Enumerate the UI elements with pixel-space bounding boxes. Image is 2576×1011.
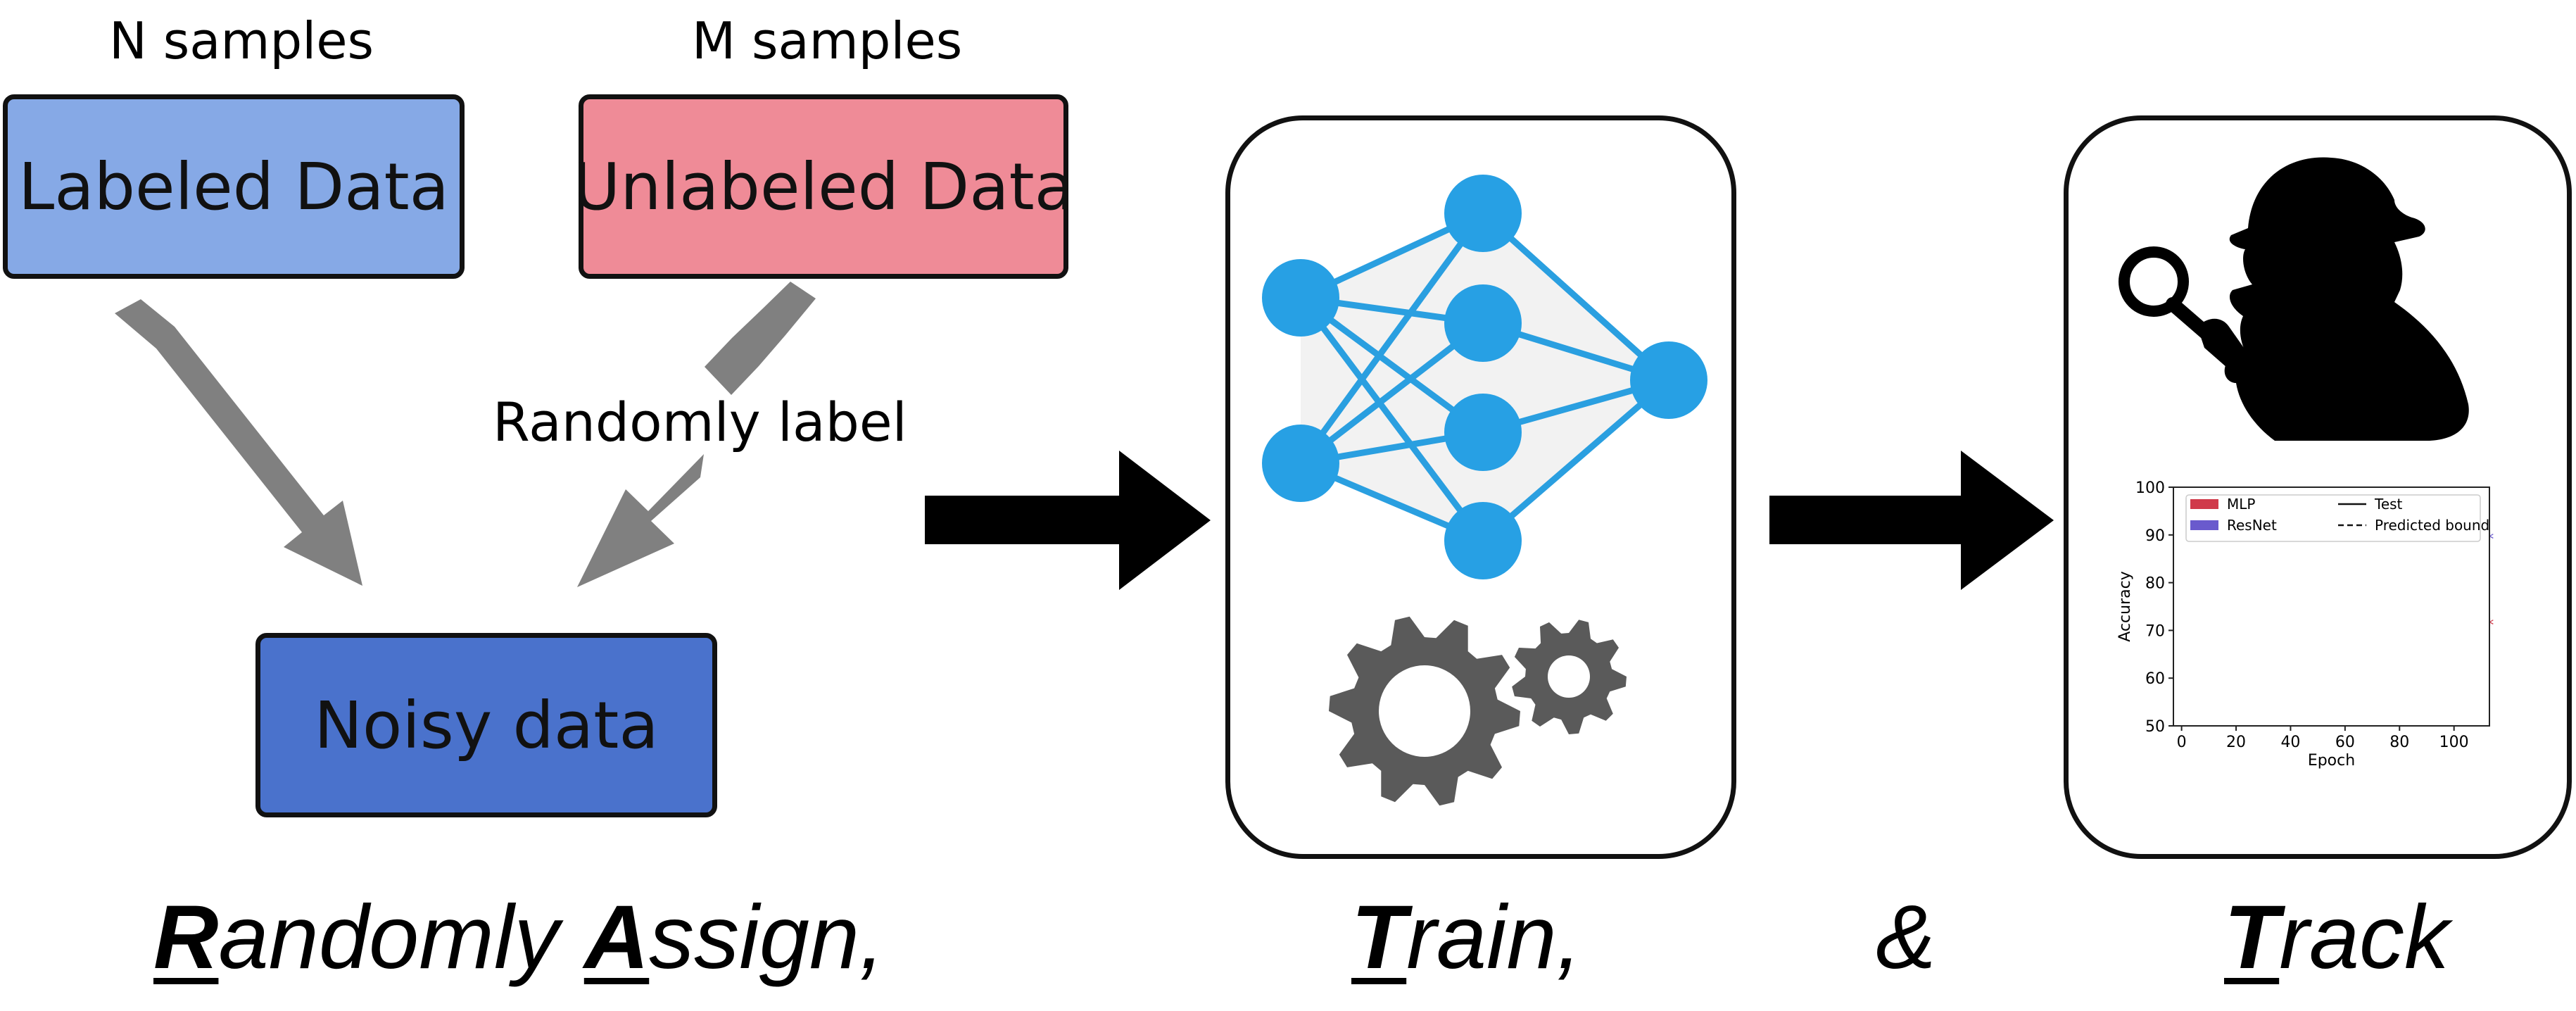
unlabeled-data-label: Unlabeled Data xyxy=(572,149,1075,225)
ampersand: & xyxy=(1876,887,1936,988)
legend-swatch xyxy=(2190,520,2218,530)
arrow-to-track xyxy=(1769,451,2054,590)
x-tick-label: 40 xyxy=(2280,734,2300,751)
unlabeled-to-randomly-arrow xyxy=(705,282,816,395)
legend-model-label: ResNet xyxy=(2227,517,2277,534)
large-gear-hole xyxy=(1379,665,1470,757)
y-tick-label: 90 xyxy=(2145,527,2165,545)
x-tick-label: 60 xyxy=(2335,734,2355,751)
neural-network-icon xyxy=(1262,175,1707,579)
assign-rest-1: andomly xyxy=(218,887,584,988)
x-tick-label: 80 xyxy=(2389,734,2409,751)
assign-rest-2: ssign, xyxy=(649,887,885,988)
y-tick-label: 100 xyxy=(2135,479,2165,497)
small-gear-hole xyxy=(1548,655,1590,698)
x-tick-label: 100 xyxy=(2439,734,2469,751)
randomly-label-text: Randomly label xyxy=(493,391,907,453)
train-panel xyxy=(1225,115,1736,859)
x-axis-label: Epoch xyxy=(2308,752,2355,770)
train-key-letter-t: T xyxy=(1351,887,1407,988)
randomly-to-noisy-arrow xyxy=(577,454,704,587)
step-track: Track xyxy=(2224,886,2449,989)
assign-key-letter-a: A xyxy=(583,887,650,988)
y-axis-label: Accuracy xyxy=(2116,571,2134,641)
track-panel: ** 0204060801005060708090100EpochAccurac… xyxy=(2064,115,2572,859)
y-tick-label: 50 xyxy=(2145,718,2165,736)
noisy-data-label: Noisy data xyxy=(314,687,659,763)
x-tick-label: 20 xyxy=(2226,734,2246,751)
labeled-data-label: Labeled Data xyxy=(18,149,450,225)
track-key-letter-t: T xyxy=(2224,887,2280,988)
step-assign: Randomly Assign, xyxy=(153,886,885,989)
legend-swatch xyxy=(2190,499,2218,509)
labeled-count-label: N samples xyxy=(109,11,374,70)
unlabeled-count-label: M samples xyxy=(692,11,963,70)
track-rest: rack xyxy=(2279,887,2449,988)
assign-key-letter-r: R xyxy=(153,887,219,988)
unlabeled-data-box: Unlabeled Data xyxy=(573,94,1074,279)
legend-style-label: Predicted bound xyxy=(2375,517,2489,534)
labeled-data-box: Labeled Data xyxy=(3,94,465,279)
y-tick-label: 80 xyxy=(2145,575,2165,593)
train-rest: rain, xyxy=(1406,887,1582,988)
detective-magnifier-icon xyxy=(2119,157,2469,441)
step-train: Train, xyxy=(1351,886,1581,989)
legend-model-label: MLP xyxy=(2227,496,2255,513)
y-tick-label: 60 xyxy=(2145,670,2165,688)
accuracy-chart: ** 0204060801005060708090100EpochAccurac… xyxy=(2116,479,2494,770)
legend-frame xyxy=(2185,494,2481,542)
y-tick-label: 70 xyxy=(2145,622,2165,640)
noisy-data-box: Noisy data xyxy=(255,633,717,817)
x-tick-label: 0 xyxy=(2177,734,2187,751)
legend-style-label: Test xyxy=(2374,496,2403,513)
gears-icon xyxy=(1329,616,1627,806)
labeled-to-noisy-arrow xyxy=(115,299,362,586)
